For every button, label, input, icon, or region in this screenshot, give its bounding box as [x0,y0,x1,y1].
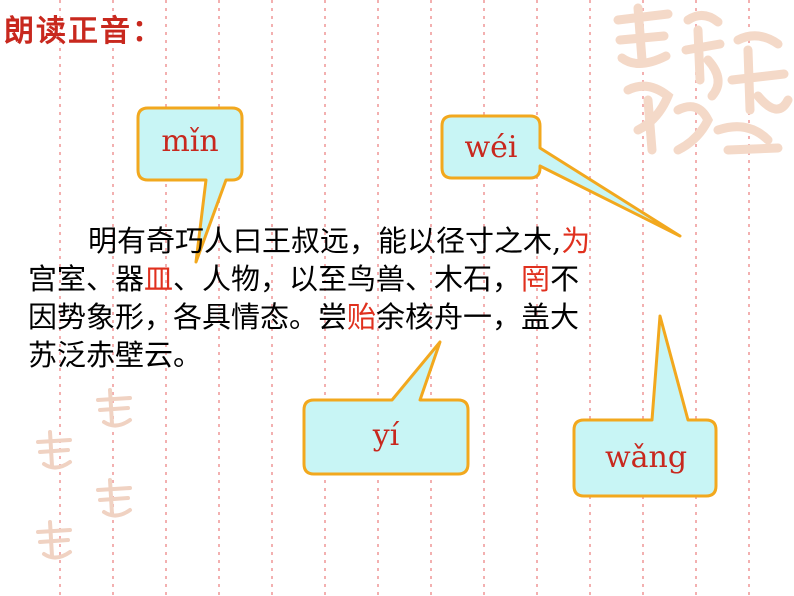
callout-yi-bubble [302,340,470,476]
passage-line-2: 宫室、器皿、人物，以至鸟兽、木石，罔不 [28,260,708,298]
highlight-wang: 罔 [521,262,551,296]
passage-line-3: 因势象形，各具情态。尝贻余核舟一，盖大 [28,298,708,336]
highlight-wei: 为 [561,224,591,258]
text-segment: 不 [550,262,580,296]
auspicious-seal-icon [613,3,793,155]
text-segment: 余核舟一，盖大 [376,300,580,334]
callout-min-bubble [136,106,244,264]
text-segment: 因势象形，各具情态。尝 [28,300,348,334]
highlight-min: 皿 [144,262,174,296]
text-segment: 明有奇巧人曰王叔远，能以径寸之木, [88,224,562,258]
small-seals-decor [36,388,132,560]
passage-line-4: 苏泛赤壁云。 [28,336,708,374]
passage-line-1: 明有奇巧人曰王叔远，能以径寸之木,为 [28,222,708,260]
passage: 明有奇巧人曰王叔远，能以径寸之木,为 宫室、器皿、人物，以至鸟兽、木石，罔不 因… [28,222,708,374]
text-segment: 、人物，以至鸟兽、木石， [173,262,522,296]
pinyin-wang: wǎng [604,440,688,475]
callout-wang-bubble [572,314,718,498]
highlight-yi: 贻 [347,300,377,334]
page-title: 朗读正音： [4,14,164,49]
callout-wei-bubble [440,114,682,238]
pinyin-wei: wéi [464,130,518,165]
text-segment: 宫室、器 [28,262,145,296]
text-segment: 苏泛赤壁云。 [28,338,203,372]
pinyin-min: mǐn [161,124,219,159]
pinyin-yi: yí [372,418,400,453]
